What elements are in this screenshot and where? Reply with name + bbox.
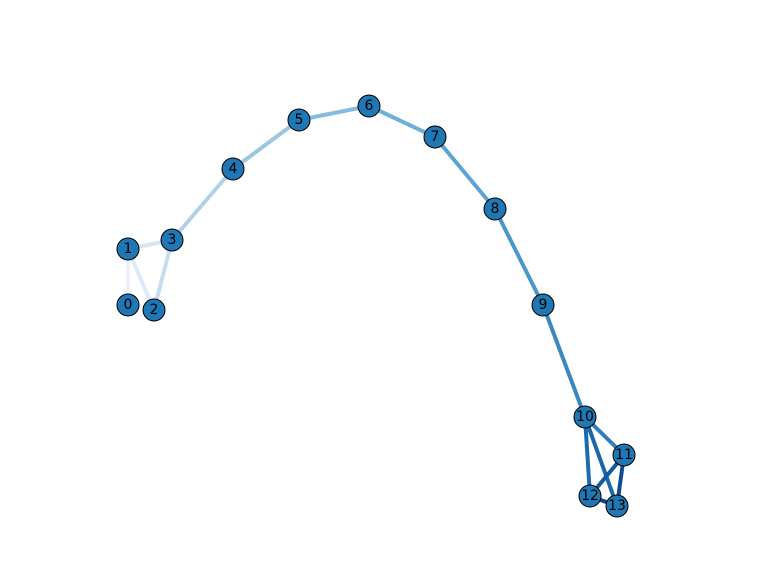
node-label-10: 10 [576, 409, 594, 425]
node-10: 10 [573, 405, 597, 429]
node-1: 1 [116, 237, 140, 261]
node-label-3: 3 [168, 232, 177, 248]
node-13: 13 [605, 494, 629, 518]
edge-5-6 [297, 104, 371, 122]
node-2: 2 [142, 298, 166, 322]
node-4: 4 [221, 157, 245, 181]
node-circle-3 [160, 228, 184, 252]
node-circle-4 [221, 157, 245, 181]
node-9: 9 [531, 293, 555, 317]
node-circle-5 [287, 108, 311, 132]
node-circle-2 [142, 298, 166, 322]
node-0: 0 [116, 293, 140, 317]
node-circle-0 [116, 293, 140, 317]
node-label-12: 12 [581, 488, 599, 504]
node-label-0: 0 [124, 297, 133, 313]
node-circle-9 [531, 293, 555, 317]
edge-4-5 [231, 118, 301, 171]
node-circle-11 [612, 443, 636, 467]
edge-8-9 [493, 207, 545, 307]
node-label-2: 2 [150, 302, 159, 318]
edge-6-7 [367, 104, 437, 139]
node-5: 5 [287, 108, 311, 132]
node-8: 8 [483, 197, 507, 221]
node-label-4: 4 [229, 161, 238, 177]
node-label-1: 1 [124, 241, 133, 257]
edge-10-12 [583, 415, 592, 498]
node-6: 6 [357, 94, 381, 118]
node-circle-10 [573, 405, 597, 429]
edge-9-10 [541, 303, 587, 419]
node-circle-6 [357, 94, 381, 118]
node-7: 7 [423, 125, 447, 149]
edge-2-3 [152, 238, 174, 312]
node-circle-7 [423, 125, 447, 149]
node-label-5: 5 [295, 112, 304, 128]
node-12: 12 [578, 484, 602, 508]
node-circle-13 [605, 494, 629, 518]
node-label-13: 13 [608, 498, 626, 514]
node-11: 11 [612, 443, 636, 467]
node-3: 3 [160, 228, 184, 252]
edge-7-8 [433, 135, 497, 211]
edge-10-13 [583, 415, 619, 508]
edge-3-4 [170, 167, 235, 242]
node-circle-12 [578, 484, 602, 508]
node-label-6: 6 [365, 98, 374, 114]
node-label-11: 11 [615, 447, 633, 463]
node-circle-1 [116, 237, 140, 261]
node-label-7: 7 [431, 129, 440, 145]
node-circle-8 [483, 197, 507, 221]
node-label-8: 8 [491, 201, 500, 217]
node-label-9: 9 [539, 297, 548, 313]
